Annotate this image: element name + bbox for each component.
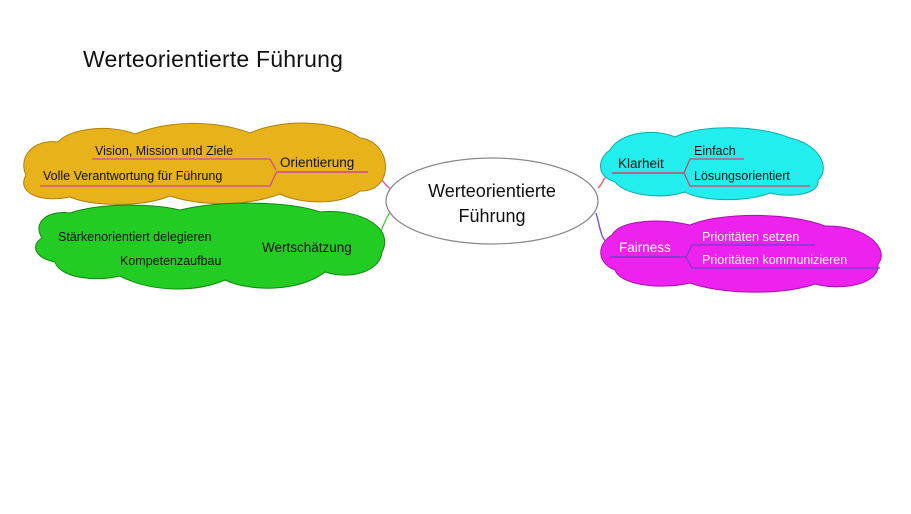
central-line-1: Werteorientierte <box>428 181 556 201</box>
fairness-label: Fairness <box>619 240 671 255</box>
klarheit-label: Klarheit <box>618 156 664 171</box>
slide-title: Werteorientierte Führung <box>83 46 344 72</box>
branch-wertschaetzung[interactable]: Stärkenorientiert delegieren Kompetenzau… <box>35 202 386 290</box>
wertschaetzung-item-kompetenz: Kompetenzaufbau <box>120 254 222 268</box>
orientierung-item-verantwortung: Volle Verantwortung für Führung <box>43 169 222 183</box>
branch-orientierung[interactable]: Vision, Mission und Ziele Volle Verantwo… <box>23 122 386 205</box>
fairness-item-setzen: Prioritäten setzen <box>702 230 799 244</box>
klarheit-item-einfach: Einfach <box>694 144 736 158</box>
central-ellipse <box>385 157 599 245</box>
orientierung-label: Orientierung <box>280 155 354 170</box>
wertschaetzung-item-delegieren: Stärkenorientiert delegieren <box>58 230 212 244</box>
central-node[interactable]: Werteorientierte Führung <box>385 157 599 245</box>
wertschaetzung-cloud <box>35 202 386 290</box>
central-line-2: Führung <box>458 206 525 226</box>
branch-klarheit[interactable]: Klarheit Einfach Lösungsorientiert <box>600 127 824 201</box>
fairness-underline-1 <box>685 244 815 258</box>
klarheit-underline-2 <box>683 172 810 187</box>
klarheit-item-loesung: Lösungsorientiert <box>694 169 790 183</box>
orientierung-underline-2 <box>40 172 277 187</box>
wertschaetzung-label: Wertschätzung <box>262 240 352 255</box>
orientierung-underline-1 <box>92 158 277 171</box>
klarheit-underline-1 <box>683 158 744 174</box>
fairness-cloud <box>600 214 882 293</box>
fairness-item-kommunizieren: Prioritäten kommunizieren <box>702 253 847 267</box>
fairness-underline-2 <box>685 256 880 269</box>
klarheit-cloud <box>600 127 824 201</box>
orientierung-item-vision: Vision, Mission und Ziele <box>95 144 233 158</box>
orientierung-cloud <box>23 122 386 205</box>
branch-fairness[interactable]: Fairness Prioritäten setzen Prioritäten … <box>600 214 882 293</box>
